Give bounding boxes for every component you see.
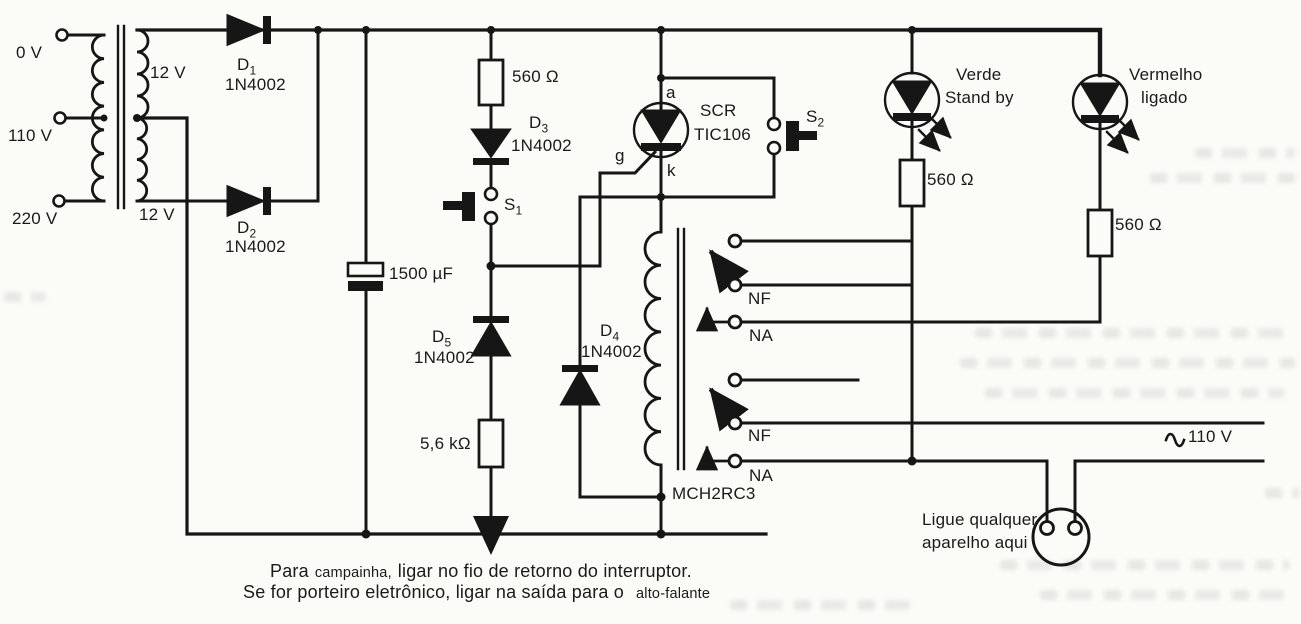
resistor-5k6: [477, 418, 505, 469]
scr-name-label: SCR: [700, 101, 737, 120]
relay-coil: [643, 227, 686, 471]
tap-220v-label: 220 V: [12, 209, 58, 228]
led-red-color-label: Vermelho: [1129, 65, 1203, 84]
led-red-state-label: ligado: [1141, 88, 1188, 107]
print-bleedthrough: [975, 328, 1295, 338]
d1-part-label: 1N4002: [225, 75, 286, 94]
resistor-560-green-label: 560 Ω: [927, 170, 974, 189]
ac-sine-icon: [1164, 432, 1186, 448]
outlet-caption-line1: Ligue qualquer: [922, 510, 1038, 529]
mains-voltage-label: 110 V: [1188, 427, 1233, 446]
outlet-symbol: [1031, 507, 1091, 567]
print-bleedthrough: [4, 292, 46, 302]
transformer-symbol: [52, 24, 150, 210]
diode-d4: [559, 365, 601, 406]
resistor-5k6-label: 5,6 kΩ: [420, 434, 471, 453]
d3-part-label: 1N4002: [511, 136, 572, 155]
secondary-12v-bottom-label: 12 V: [139, 205, 175, 224]
print-bleedthrough: [1040, 590, 1295, 600]
scr-symbol: [632, 101, 690, 159]
capacitor-value-label: 1500 µF: [389, 264, 454, 283]
print-bleedthrough: [1265, 488, 1300, 498]
s1-label: S1: [504, 195, 523, 218]
d3-ref-label: D3: [529, 113, 549, 136]
resistor-560-red: [1086, 208, 1114, 258]
diode-d3: [470, 128, 512, 165]
capacitor-symbol: [346, 261, 385, 291]
pushbutton-s2: [766, 116, 817, 156]
scr-pin-a-label: a: [666, 83, 676, 102]
led-green-color-label: Verde: [956, 65, 1002, 84]
scr-part-label: TIC106: [694, 125, 751, 144]
d4-ref-label: D4: [600, 321, 620, 344]
tap-0v-label: 0 V: [16, 43, 43, 62]
led-green-state-label: Stand by: [945, 88, 1014, 107]
print-bleedthrough: [1000, 560, 1290, 570]
led-green-symbol: [883, 71, 952, 152]
print-bleedthrough: [960, 358, 1295, 368]
relay-nf1-label: NF: [748, 289, 772, 308]
diode-d1: [226, 13, 271, 47]
d1-ref-label: D1: [237, 55, 257, 78]
resistor-560-red-label: 560 Ω: [1115, 215, 1162, 234]
relay-contact-pole1: [695, 233, 749, 332]
relay-na2-label: NA: [749, 466, 774, 485]
secondary-12v-top-label: 12 V: [150, 63, 186, 82]
d2-part-label: 1N4002: [225, 237, 286, 256]
led-red-symbol: [1071, 73, 1140, 154]
print-bleedthrough: [985, 388, 1285, 398]
pushbutton-s1: [443, 186, 499, 226]
s2-label: S2: [806, 107, 825, 130]
diode-d5: [470, 316, 512, 357]
relay-na1-label: NA: [749, 326, 774, 345]
resistor-560-green: [898, 158, 926, 208]
print-bleedthrough: [1195, 148, 1295, 158]
tap-110v-label: 110 V: [8, 126, 53, 145]
print-bleedthrough: [730, 600, 910, 610]
relay-part-label: MCH2RC3: [672, 484, 756, 503]
d2-ref-label: D2: [237, 218, 257, 241]
scr-pin-g-label: g: [615, 146, 625, 165]
relay-contact-pole2: [695, 372, 749, 471]
junction-dots: [100, 26, 917, 539]
print-bleedthrough: [1150, 173, 1295, 183]
d4-part-label: 1N4002: [581, 342, 642, 361]
d5-ref-label: D5: [432, 327, 452, 350]
d5-part-label: 1N4002: [414, 348, 475, 367]
outlet-caption-line2: aparelho aqui: [922, 533, 1028, 552]
resistor-560-scr-label: 560 Ω: [512, 67, 559, 86]
scr-pin-k-label: k: [667, 161, 676, 180]
diode-d2: [226, 184, 271, 218]
note-line2: Se for porteiro eletrônico, ligar na saí…: [243, 582, 711, 602]
resistor-560-scr: [477, 58, 505, 107]
relay-nf2-label: NF: [748, 426, 772, 445]
